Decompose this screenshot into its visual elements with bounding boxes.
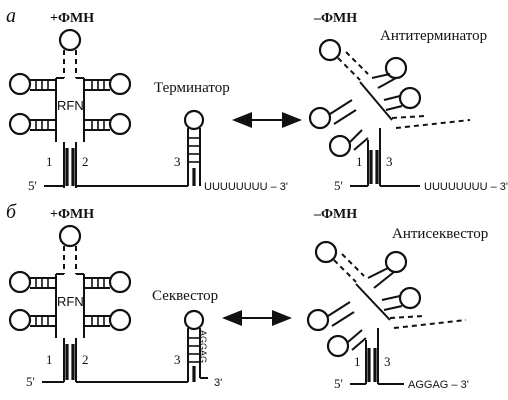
upper-right-loop <box>108 72 132 96</box>
antiterminator-label: Антитерминатор <box>380 28 487 44</box>
five-prime-label-b: 5' <box>26 374 35 389</box>
panel-a-aptamer-structure: RFN 1 2 5' 3 UUUUUUUU – 3' <box>8 28 288 193</box>
panel-b-aptamer-structure: RFN 1 2 5' 3 AGGAG 3' <box>8 224 222 389</box>
panel-b: б +ФМН –ФМН RF <box>6 201 488 391</box>
lower-left-loop <box>8 112 32 136</box>
right-stem-1-label-b: 1 <box>354 354 361 369</box>
antiterminator-tail: UUUUUUUU – 3' <box>424 181 508 193</box>
antisequestor-label: Антисеквестор <box>392 226 488 242</box>
panel-a-letter: а <box>6 5 16 27</box>
sequestor-tail: 3' <box>214 377 222 389</box>
sequestor-loop <box>183 309 205 331</box>
sequestor-label: Секвестор <box>152 288 218 304</box>
rfn-ligand-label: RFN <box>57 98 84 113</box>
stem-2-label-b: 2 <box>82 352 89 367</box>
stem-1-label-b: 1 <box>46 352 53 367</box>
panel-a: а +ФМН –ФМН <box>6 5 508 193</box>
stem-3-label-b: 3 <box>174 352 181 367</box>
right-stem-1-label: 1 <box>356 154 363 169</box>
stem-2-label: 2 <box>82 154 89 169</box>
rfn-ligand-label-b: RFN <box>57 294 84 309</box>
terminator-label: Терминатор <box>154 80 230 96</box>
five-prime-label: 5' <box>28 178 37 193</box>
right-stem-3-label-b: 3 <box>384 354 391 369</box>
panel-b-letter: б <box>6 201 17 223</box>
terminator-loop <box>183 109 205 131</box>
lower-right-loop <box>108 112 132 136</box>
panel-b-antisequestor-structure: Антисеквестор 1 3 5' <box>306 226 488 391</box>
terminator-tail: UUUUUUUU – 3' <box>204 181 288 193</box>
upper-left-loop <box>8 72 32 96</box>
stem-3-label: 3 <box>174 154 181 169</box>
antisequestor-tail: AGGAG – 3' <box>408 379 469 391</box>
right-five-prime-label: 5' <box>334 178 343 193</box>
panel-b-right-state: –ФМН <box>313 207 357 222</box>
right-five-prime-label-b: 5' <box>334 376 343 391</box>
panel-a-left-state: +ФМН <box>50 11 94 26</box>
right-stem-3-label: 3 <box>386 154 393 169</box>
sd-sequence: AGGAG <box>198 330 208 363</box>
panel-b-left-state: +ФМН <box>50 207 94 222</box>
panel-a-antiterminator-structure: Антитерминатор 1 3 5' <box>308 28 508 193</box>
stem-1-label: 1 <box>46 154 53 169</box>
top-loop <box>58 28 82 52</box>
panel-a-right-state: –ФМН <box>313 11 357 26</box>
